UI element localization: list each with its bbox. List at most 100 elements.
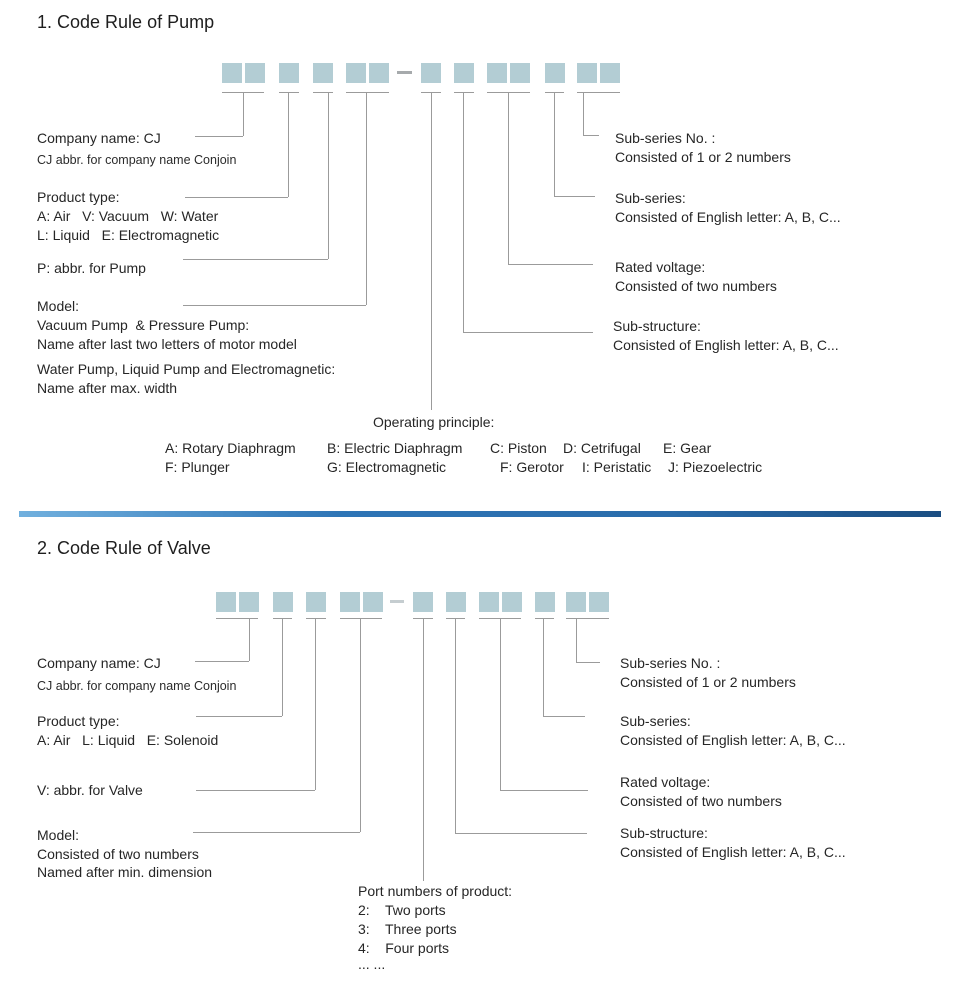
pump-connector-operating-principle [431,92,432,410]
valve-rated-voltage-label: Rated voltage: [620,774,711,790]
valve-sub-structure-label: Sub-structure: [620,825,708,841]
valve-connector-sub-series [543,618,544,716]
pump-op-code: G: Electromagnetic [327,459,447,475]
valve-connector-model [193,832,360,833]
valve-connector-rated-voltage [500,790,588,791]
pump-code-box [577,63,597,83]
valve-rated-voltage-note: Consisted of two numbers [620,793,782,809]
valve-code-box [273,592,293,612]
valve-connector-product-type [282,618,283,716]
valve-company-name-note: CJ abbr. for company name Conjoin [37,679,237,693]
pump-company-name-label: Company name: CJ [37,130,161,146]
pump-connector-pump-abbr [183,259,328,260]
valve-group-underline [340,618,382,619]
pump-connector-sub-series [554,196,595,197]
pump-sub-structure-note: Consisted of English letter: A, B, C... [613,337,839,353]
pump-sub-series-no-note: Consisted of 1 or 2 numbers [615,149,791,165]
pump-connector-rated-voltage [508,92,509,264]
pump-group-underline [577,92,620,93]
valve-company-name-label: Company name: CJ [37,655,161,671]
valve-connector-sub-series-no [576,662,600,663]
valve-code-box [306,592,326,612]
pump-code-box [245,63,265,83]
pump-code-box [510,63,530,83]
valve-connector-sub-structure [455,618,456,833]
valve-connector-port-numbers [423,618,424,881]
pump-model-note-2: Name after last two letters of motor mod… [37,336,297,352]
pump-rated-voltage-note: Consisted of two numbers [615,278,777,294]
pump-op-code: E: Gear [663,440,712,456]
pump-sub-structure-label: Sub-structure: [613,318,701,334]
pump-code-separator-dash [397,71,412,74]
pump-op-code: I: Peristatic [582,459,652,475]
valve-code-box [589,592,609,612]
pump-code-box [313,63,333,83]
pump-connector-sub-structure [463,92,464,332]
valve-connector-rated-voltage [500,618,501,790]
valve-code-separator-dash [390,600,404,603]
pump-model-note-4: Name after max. width [37,380,178,396]
pump-code-box [346,63,366,83]
valve-code-box [502,592,522,612]
pump-code-box [222,63,242,83]
pump-code-box [421,63,441,83]
pump-operating-principle-label: Operating principle: [373,414,495,430]
valve-connector-company-name [249,618,250,661]
valve-code-box [239,592,259,612]
valve-connector-model [360,618,361,832]
pump-group-underline [454,92,474,93]
pump-code-box [487,63,507,83]
pump-sub-series-no-label: Sub-series No. : [615,130,716,146]
valve-model-label: Model: [37,827,80,843]
pump-connector-rated-voltage [508,264,593,265]
pump-code-box [454,63,474,83]
pump-op-code: F: Gerotor [500,459,564,475]
valve-code-box [216,592,236,612]
pump-code-box [279,63,299,83]
valve-port-option-2: 2: Two ports [358,902,446,918]
pump-op-code: C: Piston [490,440,547,456]
valve-port-option-4: 4: Four ports [358,940,450,956]
pump-code-box [545,63,565,83]
valve-port-options-more: ... ... [358,956,386,972]
valve-connector-sub-series-no [576,618,577,662]
pump-product-type-codes-2: L: Liquid E: Electromagnetic [37,227,220,243]
pump-code-box [369,63,389,83]
pump-sub-series-label: Sub-series: [615,190,686,206]
pump-product-type-codes-1: A: Air V: Vacuum W: Water [37,208,219,224]
pump-connector-sub-series-no [583,135,599,136]
valve-model-note-2: Named after min. dimension [37,864,213,880]
valve-code-box [566,592,586,612]
valve-sub-series-note: Consisted of English letter: A, B, C... [620,732,846,748]
valve-connector-sub-structure [455,833,587,834]
pump-connector-company-name [243,92,244,136]
pump-model-note-3: Water Pump, Liquid Pump and Electromagne… [37,361,336,377]
valve-code-box [535,592,555,612]
pump-op-code: B: Electric Diaphragm [327,440,463,456]
pump-op-code: J: Piezoelectric [668,459,763,475]
pump-product-type-label: Product type: [37,189,120,205]
pump-connector-model [183,305,366,306]
valve-code-box [340,592,360,612]
pump-op-code: A: Rotary Diaphragm [165,440,296,456]
valve-code-box [479,592,499,612]
valve-sub-series-no-label: Sub-series No. : [620,655,721,671]
valve-connector-product-type [196,716,282,717]
pump-company-name-note: CJ abbr. for company name Conjoin [37,153,237,167]
pump-section-title: 1. Code Rule of Pump [37,12,215,32]
pump-connector-product-type [185,197,288,198]
pump-model-note-1: Vacuum Pump & Pressure Pump: [37,317,250,333]
pump-model-label: Model: [37,298,80,314]
section-divider [19,511,941,517]
valve-connector-company-name [195,661,249,662]
pump-connector-sub-series-no [583,92,584,135]
pump-group-underline [279,92,299,93]
pump-code-box [600,63,620,83]
valve-port-option-3: 3: Three ports [358,921,457,937]
valve-port-numbers-label: Port numbers of product: [358,883,513,899]
valve-group-underline [566,618,609,619]
pump-connector-model [366,92,367,305]
pump-abbr-label: P: abbr. for Pump [37,260,146,276]
valve-code-box [446,592,466,612]
